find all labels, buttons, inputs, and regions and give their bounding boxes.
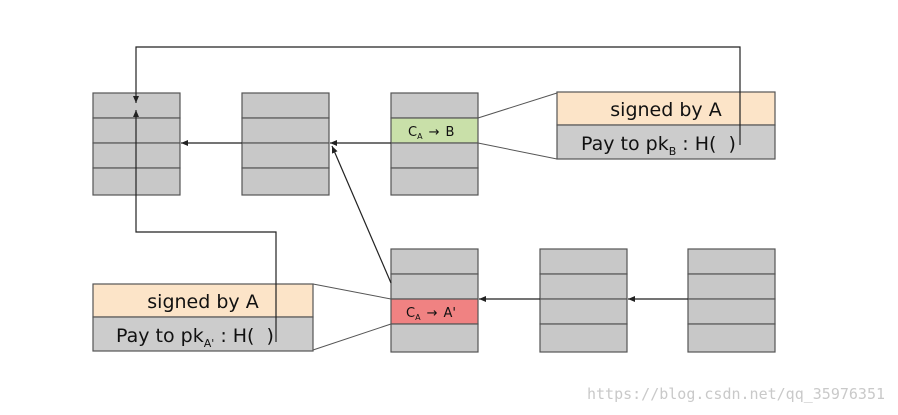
block-top-right bbox=[390, 92, 479, 196]
block-cell bbox=[390, 142, 479, 169]
block-cell bbox=[390, 323, 479, 353]
block-top-middle bbox=[241, 92, 330, 196]
block-cell bbox=[539, 298, 628, 325]
transaction-cell-bottom bbox=[390, 298, 479, 325]
block-cell bbox=[539, 323, 628, 353]
block-cell bbox=[390, 167, 479, 196]
callout-top: signed by A Pay to pkB : H() bbox=[556, 91, 776, 160]
callout-connector bbox=[312, 283, 392, 300]
block-cell bbox=[539, 273, 628, 300]
transaction-label-bottom: CA→A' bbox=[406, 306, 456, 322]
callout-connector bbox=[477, 92, 558, 119]
block-cell bbox=[241, 117, 330, 144]
block-bottom-left bbox=[390, 248, 479, 353]
callout-bottom-header: signed by A bbox=[147, 291, 258, 313]
block-cell bbox=[390, 273, 479, 300]
callout-connector bbox=[477, 142, 558, 160]
block-cell bbox=[390, 92, 479, 119]
block-cell bbox=[241, 92, 330, 119]
block-bottom-right bbox=[687, 248, 776, 353]
callout-body-box bbox=[556, 124, 776, 160]
hash-pointer-bottom bbox=[133, 110, 277, 342]
callout-connector bbox=[312, 323, 392, 351]
hash-pointer-top bbox=[133, 46, 741, 145]
block-cell bbox=[539, 248, 628, 275]
block-cell bbox=[687, 273, 776, 300]
fork-arrow bbox=[331, 145, 392, 284]
transaction-label-top: CA→B bbox=[408, 125, 454, 141]
callout-top-header: signed by A bbox=[610, 99, 721, 121]
block-cell bbox=[241, 167, 330, 196]
callout-bottom: signed by A Pay to pkA' : H() bbox=[92, 283, 314, 352]
block-cell bbox=[687, 248, 776, 275]
callout-header-box bbox=[556, 91, 776, 126]
block-cell bbox=[687, 298, 776, 325]
block-cell bbox=[241, 142, 330, 169]
callout-top-body: Pay to pkB : H() bbox=[581, 133, 736, 158]
block-bottom-middle bbox=[539, 248, 628, 353]
block-cell bbox=[687, 323, 776, 353]
block-cell bbox=[390, 248, 479, 275]
watermark: https://blog.csdn.net/qq_35976351 bbox=[587, 385, 885, 403]
callout-bottom-body: Pay to pkA' : H() bbox=[116, 325, 274, 350]
